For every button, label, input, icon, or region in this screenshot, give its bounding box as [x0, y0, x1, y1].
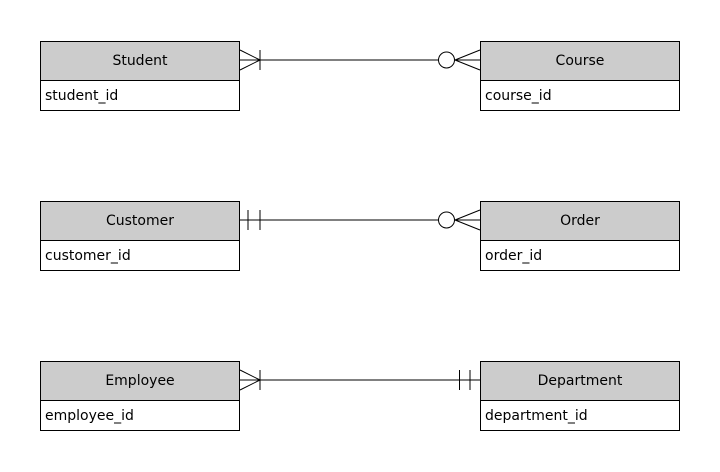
entity-student-title: Student: [41, 42, 239, 81]
entity-customer-title: Customer: [41, 202, 239, 241]
entity-order: Order order_id: [480, 201, 680, 271]
crow-foot-one-or-many-marker: [239, 369, 261, 391]
entity-customer: Customer customer_id: [40, 201, 240, 271]
relationship-student-course: [239, 49, 481, 71]
entity-order-title: Order: [481, 202, 679, 241]
crow-foot-one-or-many-marker: [239, 49, 261, 71]
entity-order-attribute: order_id: [481, 241, 679, 270]
relationship-customer-order: [240, 209, 481, 231]
entity-employee-title: Employee: [41, 362, 239, 401]
crow-foot-exactly-one-marker: [459, 370, 471, 390]
entity-customer-attribute: customer_id: [41, 241, 239, 270]
entity-employee: Employee employee_id: [40, 361, 240, 431]
crow-foot-zero-or-many-marker: [438, 209, 481, 231]
entity-student-attribute: student_id: [41, 81, 239, 110]
crow-foot-exactly-one-marker: [247, 210, 261, 230]
entity-course-title: Course: [481, 42, 679, 81]
entity-course: Course course_id: [480, 41, 680, 111]
entity-department-attribute: department_id: [481, 401, 679, 430]
entity-employee-attribute: employee_id: [41, 401, 239, 430]
entity-course-attribute: course_id: [481, 81, 679, 110]
entity-student: Student student_id: [40, 41, 240, 111]
relationship-employee-department: [239, 369, 480, 391]
entity-department-title: Department: [481, 362, 679, 401]
entity-department: Department department_id: [480, 361, 680, 431]
crow-foot-zero-or-many-marker: [438, 49, 481, 71]
